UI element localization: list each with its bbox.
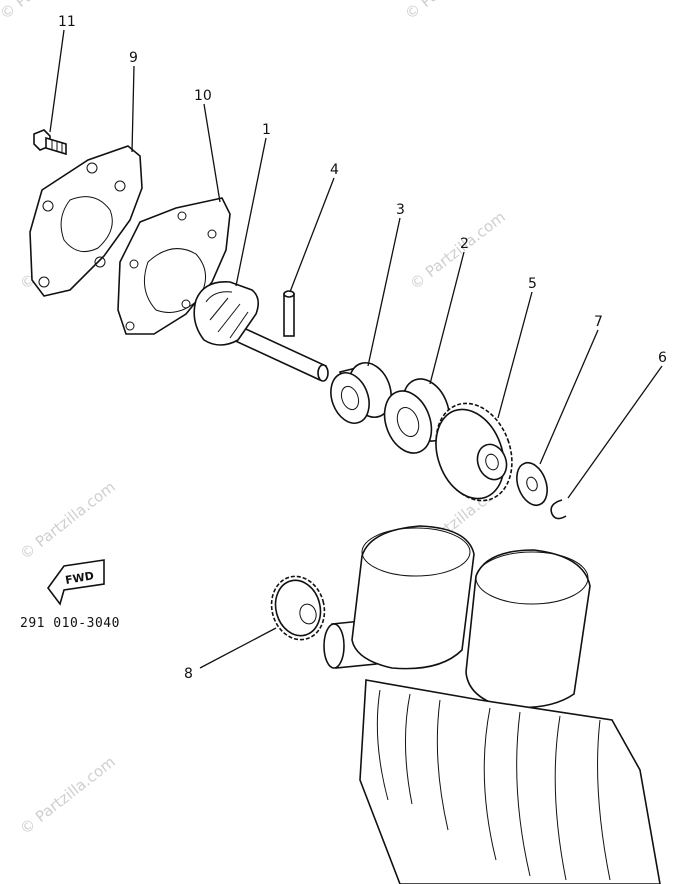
- gear-part-5[interactable]: [423, 393, 525, 512]
- watermark: © Partzilla.com: [401, 0, 503, 23]
- watermark: © Partzilla.com: [0, 0, 99, 23]
- bearing-part-3[interactable]: [324, 357, 398, 429]
- callout-6[interactable]: 6: [658, 350, 667, 366]
- pin-part-4[interactable]: [283, 290, 295, 337]
- impeller-shaft-part-1[interactable]: [193, 281, 329, 382]
- callouts: 11 9 10 1 4 3 2 5 7 6 8: [58, 14, 667, 682]
- callout-10[interactable]: 10: [194, 88, 212, 104]
- callout-1[interactable]: 1: [262, 122, 271, 138]
- fwd-arrow-icon: FWD: [47, 559, 105, 606]
- callout-7[interactable]: 7: [594, 314, 603, 330]
- watermark: © Partzilla.com: [16, 478, 118, 563]
- washer-part-7[interactable]: [511, 459, 552, 510]
- drawing-code: 291 010-3040: [20, 616, 120, 631]
- callout-3[interactable]: 3: [396, 202, 405, 218]
- bearing-part-2[interactable]: [376, 372, 457, 459]
- callout-2[interactable]: 2: [460, 236, 469, 252]
- callout-5[interactable]: 5: [528, 276, 537, 292]
- watermark: © Partzilla.com: [406, 208, 508, 293]
- callout-11[interactable]: 11: [58, 14, 76, 30]
- crankshaft-assembly: [323, 525, 661, 884]
- pump-cover-part-9[interactable]: [29, 145, 143, 297]
- fwd-label: FWD: [64, 569, 95, 587]
- callout-8[interactable]: 8: [184, 666, 193, 682]
- leader-lines: [49, 29, 663, 669]
- callout-9[interactable]: 9: [129, 50, 138, 66]
- watermark: © Partzilla.com: [16, 753, 118, 838]
- circlip-part-6[interactable]: [550, 499, 567, 520]
- bolt-part-11[interactable]: [33, 129, 67, 156]
- callout-4[interactable]: 4: [330, 162, 339, 178]
- drive-gear-part-8[interactable]: [265, 570, 332, 645]
